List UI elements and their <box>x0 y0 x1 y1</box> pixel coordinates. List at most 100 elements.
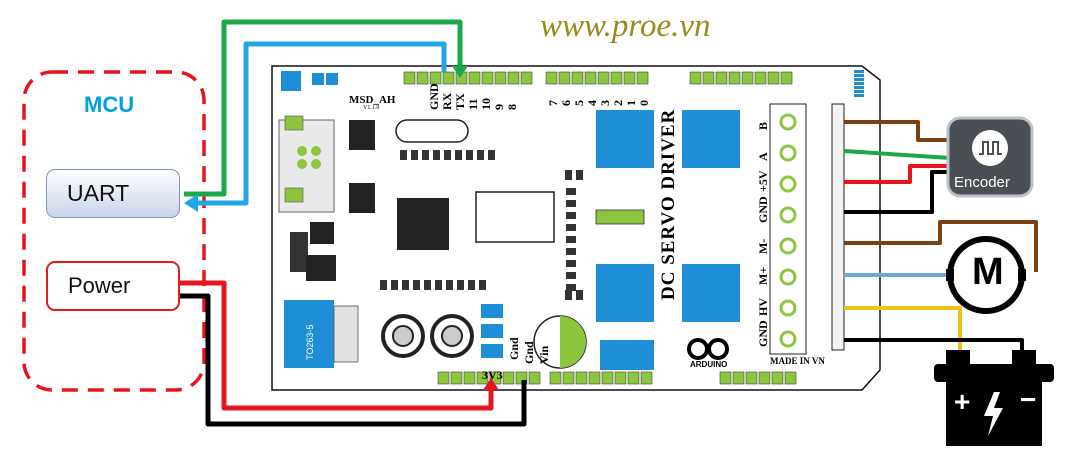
header-pin <box>562 371 575 385</box>
smd-part <box>455 150 462 160</box>
smd-part <box>854 90 864 93</box>
smd-part <box>457 280 464 290</box>
terminal-screw <box>779 237 797 255</box>
header-pin <box>476 371 489 385</box>
encoder-wires <box>843 120 951 214</box>
header-pin <box>463 371 476 385</box>
smd-part <box>424 280 431 290</box>
smd-part <box>566 200 576 207</box>
pin-label-bottom: Vin <box>537 345 551 364</box>
smd-part <box>400 150 407 160</box>
power-wires <box>180 280 527 427</box>
header-pin <box>758 371 771 385</box>
wire-red-vin <box>180 280 494 411</box>
smd-part <box>566 260 576 267</box>
terminal-screw <box>779 330 797 348</box>
mcu-title: MCU <box>84 92 135 117</box>
power-label: Power <box>68 273 131 298</box>
smd-part <box>854 70 864 73</box>
header-pin <box>429 71 442 85</box>
smd-part <box>411 150 418 160</box>
uart-wires <box>184 19 468 212</box>
smd-part <box>466 150 473 160</box>
arrow-blue <box>184 194 198 212</box>
smd-part <box>444 150 451 160</box>
header-pin <box>732 371 745 385</box>
header-pin <box>715 71 728 85</box>
header-pin <box>416 71 429 85</box>
header-pin <box>784 371 797 385</box>
smd-part <box>468 280 475 290</box>
motor-symbol: M <box>972 251 1004 293</box>
smd-part <box>566 284 576 291</box>
header-pin <box>481 71 494 85</box>
smd-part <box>402 280 409 290</box>
terminal-label: B <box>756 121 770 130</box>
header-pin <box>549 371 562 385</box>
wire-blue-rx <box>192 41 447 206</box>
header-pin <box>640 371 653 385</box>
smd-part <box>854 94 864 97</box>
battery-minus: − <box>1020 384 1037 415</box>
header-pin <box>728 71 741 85</box>
header-pin <box>502 371 515 385</box>
mosfet-3 <box>596 264 654 322</box>
header-pin <box>545 71 558 85</box>
header-pin <box>610 71 623 85</box>
smd-part <box>479 280 486 290</box>
header-pin <box>767 71 780 85</box>
smd-part <box>576 290 583 300</box>
smd-part <box>565 290 572 300</box>
header-pin <box>636 71 649 85</box>
watermark: www.proe.vn <box>540 8 711 44</box>
smd-part <box>566 224 576 231</box>
header-pin <box>741 71 754 85</box>
regulator-label: TO263-5 <box>305 324 315 360</box>
header-pin <box>719 371 732 385</box>
mcu-boundary <box>22 70 206 392</box>
header-pin <box>702 71 715 85</box>
board-title: DC SERVO DRIVER <box>658 108 679 300</box>
header-pin <box>520 71 533 85</box>
pin-label-top-right: 0 <box>637 100 651 106</box>
header-pin <box>468 71 481 85</box>
battery-bolt-icon <box>984 392 1003 436</box>
header-pin <box>597 71 610 85</box>
driver-ic <box>475 191 555 243</box>
pin-label-bottom: Gnd <box>507 337 521 360</box>
motor <box>946 236 1026 314</box>
uart-label: UART <box>67 180 130 206</box>
terminal-label: A <box>756 152 770 161</box>
uart-block: UART <box>46 169 180 218</box>
smd-part <box>854 78 864 81</box>
terminal-label: GND <box>756 320 770 347</box>
encoder-label: Encoder <box>954 174 1010 191</box>
header-pin <box>558 71 571 85</box>
smd-part <box>566 236 576 243</box>
header-pin <box>437 371 450 385</box>
smd-part <box>566 212 576 219</box>
header-pin <box>745 371 758 385</box>
smd-part <box>435 280 442 290</box>
header-pin <box>614 371 627 385</box>
smd-part <box>854 74 864 77</box>
header-pin <box>588 371 601 385</box>
smd-part <box>565 170 572 180</box>
arduino-logo <box>687 338 729 360</box>
crystal <box>395 119 469 143</box>
made-in-label: MADE IN VN <box>770 356 825 366</box>
arrow-red <box>483 378 499 390</box>
smd-part <box>488 150 495 160</box>
terminal-screw <box>779 144 797 162</box>
smd-part <box>446 280 453 290</box>
encoder <box>946 116 1034 198</box>
terminal-screw <box>779 206 797 224</box>
header-pin <box>403 71 416 85</box>
header-pin <box>571 71 584 85</box>
power-block: Power <box>46 261 180 311</box>
mosfet-4 <box>682 264 740 322</box>
smd-part <box>566 248 576 255</box>
header-pin <box>754 71 767 85</box>
header-pin <box>528 371 541 385</box>
